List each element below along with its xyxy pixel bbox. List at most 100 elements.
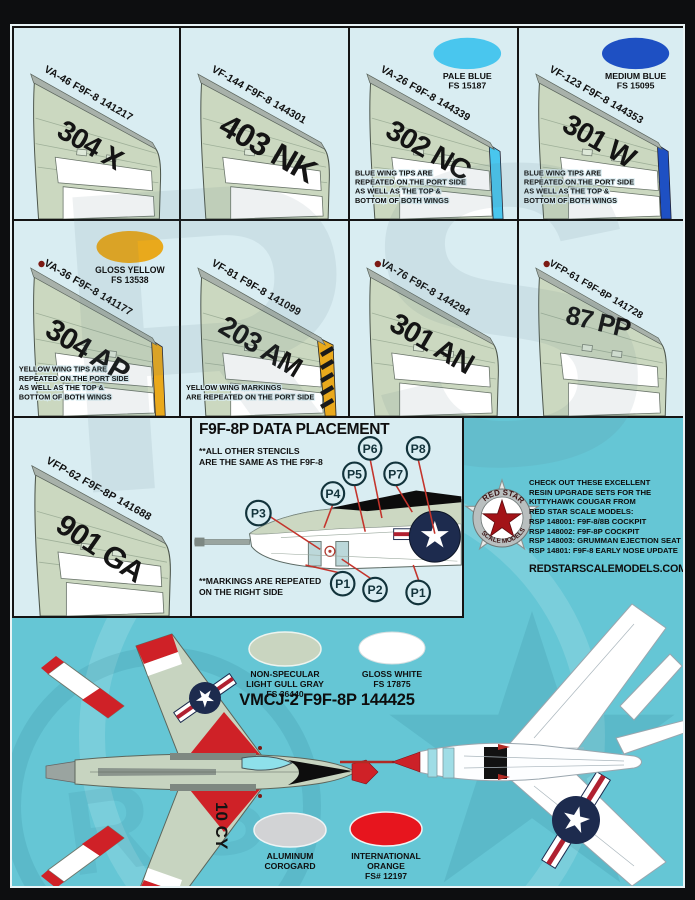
gloss-white-swatch xyxy=(358,631,426,665)
swatch-label: MEDIUM BLUE xyxy=(605,71,666,81)
nose-cone-red xyxy=(351,759,379,785)
aircraft-bottom-view xyxy=(340,603,683,886)
antiglare-black xyxy=(288,760,352,785)
trim-tab xyxy=(105,350,117,358)
swatch-label: FS 13538 xyxy=(111,275,149,285)
leading-edge-band xyxy=(535,73,664,151)
wing-root-red xyxy=(182,712,268,764)
hatch-mark xyxy=(320,372,335,383)
wing-roundel xyxy=(541,771,611,869)
trailing-edge-color xyxy=(488,143,504,219)
trim-tab xyxy=(611,350,623,358)
hatch-mark xyxy=(320,398,335,409)
promo-line: RSP 14801: F9F-8 EARLY NOSE UPDATE xyxy=(529,545,678,555)
aircraft-top-view: 10 CY xyxy=(41,633,379,886)
stab-tip-red xyxy=(41,656,64,674)
formation-light xyxy=(38,260,45,268)
callout-circle-p2 xyxy=(362,576,388,603)
leading-edge-band xyxy=(30,73,158,151)
wing-root-red xyxy=(498,744,510,750)
leading-edge-band xyxy=(197,73,327,151)
promo-line: RESIN UPGRADE SETS FOR THE xyxy=(529,487,652,497)
website-link: REDSTARSCALEMODELS.COM xyxy=(529,562,685,575)
callout-circle-p3 xyxy=(245,499,272,527)
trim-tab xyxy=(581,344,593,352)
wingtip-red xyxy=(141,880,161,886)
callout-circle-p6 xyxy=(357,436,383,461)
data-placement-title: F9F-8P DATA PLACEMENT xyxy=(199,421,390,438)
rudder-white-lower xyxy=(568,382,661,416)
formation-light xyxy=(258,794,262,798)
aluminum-swatch xyxy=(253,812,327,848)
refueling-probe xyxy=(194,539,250,545)
stencils-note-line1: **ALL OTHER STENCILS xyxy=(199,446,300,456)
stab-root-red xyxy=(82,826,124,856)
swatch-label: FS 15095 xyxy=(617,81,655,91)
promo-text-block: CHECK OUT THESE EXCELLENT RESIN UPGRADE … xyxy=(529,478,685,575)
intake-spiral xyxy=(324,545,336,557)
callout-circle-p7 xyxy=(383,461,408,487)
leading-edge-band xyxy=(30,267,158,346)
data-placement-diagram: P6 P8 P5 P7 P4 P3 P1 P2 P1 xyxy=(194,436,462,606)
rudder-white-upper xyxy=(560,156,659,192)
canopy xyxy=(241,755,293,771)
trim-tab xyxy=(243,148,256,157)
promo-line: RSP 148002: F9F-8P COCKPIT xyxy=(529,526,640,536)
leading-edge-band xyxy=(366,73,496,151)
intl-orange-label: INTERNATIONAL ORANGE FS# 12197 xyxy=(326,851,446,881)
swatch-label-line: LIGHT GULL GRAY xyxy=(246,678,324,689)
rudder-white-upper xyxy=(222,156,322,192)
rudder-white-upper xyxy=(57,551,163,587)
fuselage-upper xyxy=(248,499,462,535)
callout-label: P4 xyxy=(325,487,340,501)
nose-cone-red xyxy=(391,751,421,773)
trim-tab xyxy=(611,154,623,163)
f9f-8p-nose-profile xyxy=(194,490,462,570)
rudder-white-upper xyxy=(391,352,491,388)
hatch-mark xyxy=(320,346,335,357)
panel-paint-swatch xyxy=(602,37,670,70)
trim-tab xyxy=(442,350,455,358)
wing-root-band xyxy=(170,784,256,791)
tailpipe xyxy=(45,760,79,784)
markings-note: **MARKINGS ARE REPEATED ON THE RIGHT SID… xyxy=(199,576,321,597)
callout-label: P1 xyxy=(335,577,350,591)
rudder-white-lower xyxy=(62,186,155,219)
insignia-bar-stripe xyxy=(393,532,423,537)
swatch-label-line: INTERNATIONAL xyxy=(351,851,421,861)
swatch-label: PALE BLUE xyxy=(443,71,492,81)
trim-tab xyxy=(273,350,286,358)
promo-line: RED STAR SCALE MODELS: xyxy=(529,507,634,517)
panel-paint-swatch xyxy=(433,37,502,70)
rudder-white-lower xyxy=(230,382,324,416)
camera-window xyxy=(335,541,350,567)
stab-tip-red xyxy=(41,870,64,886)
callouts: P6 P8 P5 P7 P4 P3 P1 P2 P1 xyxy=(245,436,431,606)
gloss-white-label: GLOSS WHITE FS 17875 xyxy=(342,669,442,690)
black-camera-bay xyxy=(484,747,507,779)
camera-window xyxy=(442,747,455,779)
leading-edge-band xyxy=(197,267,327,346)
callout-label: P8 xyxy=(411,442,426,456)
probe-tip xyxy=(194,537,205,547)
wingtip-red xyxy=(136,634,178,664)
promo-line: RSP 148001: F9F-8/8B COCKPIT xyxy=(529,516,647,526)
intl-orange-swatch xyxy=(349,811,423,847)
swatch-label-line: COROGARD xyxy=(264,860,316,871)
callout-label: P1 xyxy=(411,586,426,600)
rudder-white-upper xyxy=(54,352,153,388)
rudder-white-lower xyxy=(568,186,661,219)
trailing-edge-color xyxy=(656,143,672,219)
vertical-fin xyxy=(619,653,683,721)
markings-note-line1: **MARKINGS ARE REPEATED xyxy=(199,576,322,586)
rudder-white-lower xyxy=(230,186,324,219)
